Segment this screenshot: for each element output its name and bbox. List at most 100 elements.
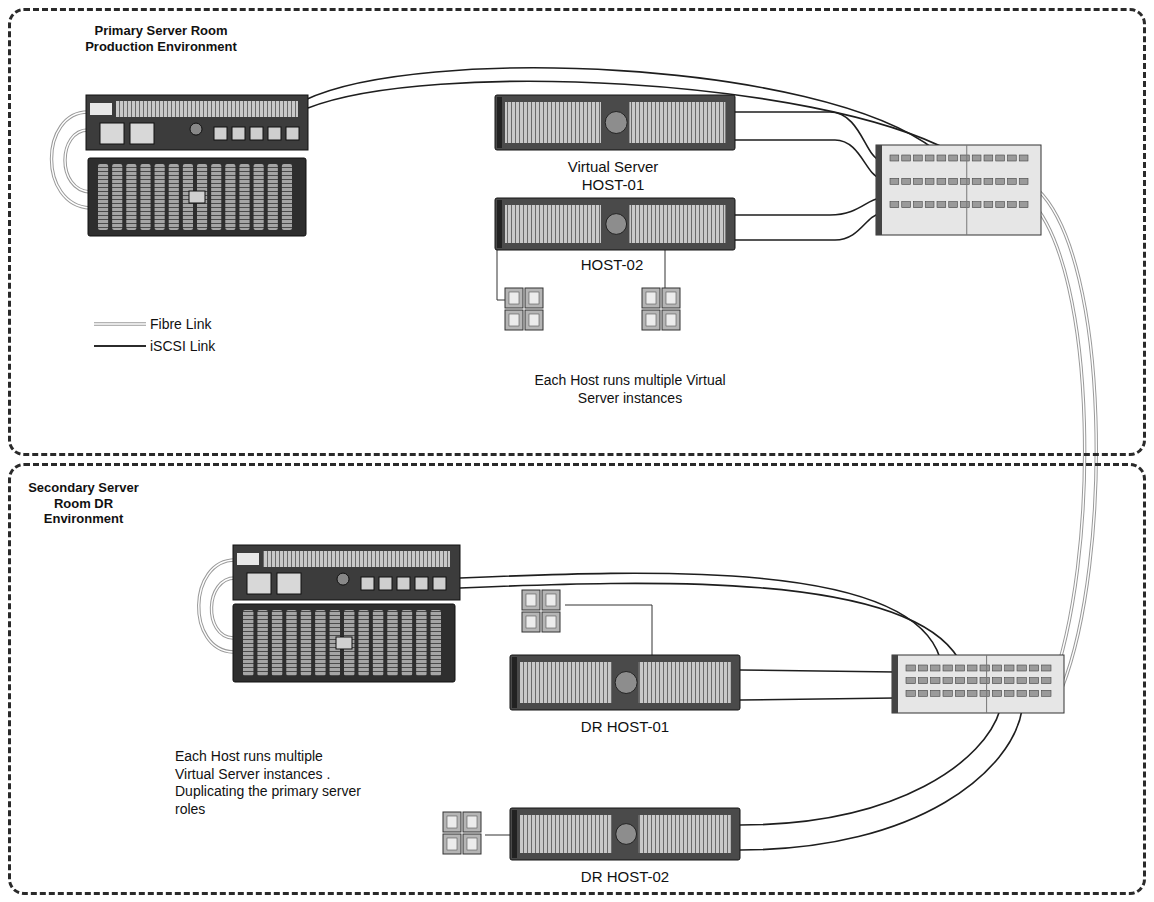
- switch-port: [1017, 665, 1026, 671]
- disk-slot: [112, 164, 122, 230]
- host-label: DR HOST-01: [581, 718, 669, 736]
- switch-bar: [876, 145, 882, 235]
- disk-slot: [387, 610, 397, 676]
- switch-port: [906, 690, 915, 696]
- fibre-link-edge: [52, 112, 91, 208]
- iscsi-link: [735, 198, 880, 215]
- host-label: Virtual Server HOST-01: [548, 158, 678, 194]
- controller-badge: [237, 553, 259, 565]
- disk-slot: [169, 164, 179, 230]
- host-label: DR HOST-02: [581, 868, 669, 886]
- vm-panel: [529, 314, 539, 326]
- vm-panel: [646, 314, 656, 326]
- switch-port: [890, 155, 899, 161]
- switch-port: [955, 690, 964, 696]
- iscsi-link: [740, 710, 1000, 825]
- switch-port: [968, 690, 977, 696]
- vm-box: [525, 310, 543, 330]
- switch-port: [961, 155, 970, 161]
- server-grille: [505, 102, 601, 143]
- switch-divider: [966, 145, 967, 235]
- disk-slot: [272, 610, 282, 676]
- disk-slot: [254, 164, 264, 230]
- fibre-link-core: [1030, 200, 1085, 690]
- shelf-handle: [189, 191, 205, 203]
- server-room-zone: Primary Server Room Production Environme…: [8, 8, 1146, 456]
- disk-slot: [431, 610, 441, 676]
- switch-port: [925, 155, 934, 161]
- switch-port: [890, 178, 899, 184]
- vm-link: [665, 250, 666, 288]
- server-host: DR HOST-01: [577, 716, 673, 738]
- switch-port: [918, 665, 927, 671]
- shelf-chassis: [233, 604, 455, 682]
- server-bezel: [512, 810, 517, 858]
- vm-box: [522, 590, 540, 610]
- switch-port: [943, 665, 952, 671]
- vm-panel: [447, 816, 457, 828]
- vm-box: [662, 288, 680, 308]
- vm-box: [463, 812, 481, 832]
- iscsi-link: [735, 214, 880, 240]
- switch-port: [906, 665, 915, 671]
- vm-panel: [509, 314, 519, 326]
- vm-panel: [546, 616, 556, 628]
- switch-port: [1019, 202, 1028, 208]
- shelf-handle: [336, 637, 352, 649]
- fibre-link-edge: [199, 560, 235, 652]
- vm-box: [642, 310, 660, 330]
- server-grille: [639, 815, 731, 853]
- disk-slot: [373, 610, 383, 676]
- switch-port: [937, 202, 946, 208]
- virtual-server-icon: [505, 288, 543, 330]
- server-chassis: [510, 655, 740, 710]
- disk-slot: [301, 610, 311, 676]
- controller-port: [361, 577, 374, 590]
- legend-entry: iSCSI Link: [92, 338, 215, 354]
- controller-port: [268, 127, 281, 140]
- server-grille: [639, 662, 731, 703]
- switch-port: [984, 178, 993, 184]
- switch-port: [961, 178, 970, 184]
- iscsi-link: [735, 140, 880, 178]
- switch-port: [984, 155, 993, 161]
- server-logo: [616, 824, 637, 845]
- switch-port: [931, 665, 940, 671]
- controller-port: [379, 577, 392, 590]
- iscsi-link: [305, 68, 935, 150]
- disk-slot: [402, 610, 412, 676]
- rack-server: [510, 655, 740, 710]
- server-logo: [606, 214, 627, 235]
- switch-port: [996, 202, 1005, 208]
- vm-panel: [526, 594, 536, 606]
- server-host: DR HOST-02: [577, 866, 673, 888]
- power-module: [130, 123, 154, 144]
- switch-port: [955, 678, 964, 684]
- switch-port: [914, 178, 923, 184]
- controller-chassis: [86, 95, 308, 150]
- switch-port: [931, 678, 940, 684]
- legend-line-edge: [94, 345, 146, 347]
- vm-box: [505, 288, 523, 308]
- disk-slot: [239, 164, 249, 230]
- disk-slot: [211, 164, 221, 230]
- switch-port: [980, 678, 989, 684]
- switch-port: [1029, 690, 1038, 696]
- server-logo: [615, 672, 637, 694]
- power-module: [100, 123, 124, 144]
- switch-port: [1029, 665, 1038, 671]
- switch-port: [902, 155, 911, 161]
- switch-port: [943, 690, 952, 696]
- fibre-link-core: [52, 112, 91, 208]
- controller-port: [232, 127, 245, 140]
- san-controller: [86, 95, 308, 150]
- zone-title: Primary Server Room Production Environme…: [66, 23, 256, 54]
- virtual-server-icon: [522, 590, 560, 632]
- switch-port: [1042, 665, 1051, 671]
- switch-port: [914, 155, 923, 161]
- server-host: HOST-02: [577, 254, 648, 276]
- host-label: HOST-02: [581, 256, 644, 274]
- switch-port: [1008, 178, 1017, 184]
- vm-panel: [467, 816, 477, 828]
- legend-text: iSCSI Link: [150, 338, 215, 354]
